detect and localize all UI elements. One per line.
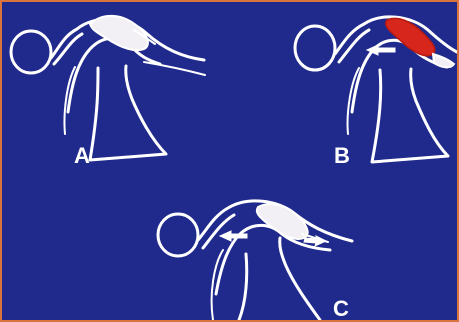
ear-canal-c bbox=[158, 214, 198, 256]
ear-canal-b bbox=[295, 26, 335, 70]
ramus-c bbox=[239, 238, 320, 320]
panel-a-drawing bbox=[11, 16, 205, 160]
articular-disc-c bbox=[257, 204, 308, 239]
disc-posterior-band-b bbox=[433, 54, 454, 67]
panel-b-drawing bbox=[295, 17, 457, 162]
panel-c-drawing bbox=[158, 201, 352, 320]
panel-label-a: A bbox=[74, 145, 90, 167]
tmj-diagram bbox=[2, 2, 457, 320]
ramus-b bbox=[372, 69, 448, 162]
panel-label-c: C bbox=[333, 298, 349, 320]
panel-label-b: B bbox=[334, 145, 350, 167]
condyle-head-a bbox=[68, 38, 160, 112]
lateral-pterygoid-a bbox=[144, 62, 205, 75]
ear-canal-a bbox=[11, 31, 51, 73]
ramus-a bbox=[90, 66, 166, 160]
articular-eminence-b bbox=[339, 30, 369, 62]
